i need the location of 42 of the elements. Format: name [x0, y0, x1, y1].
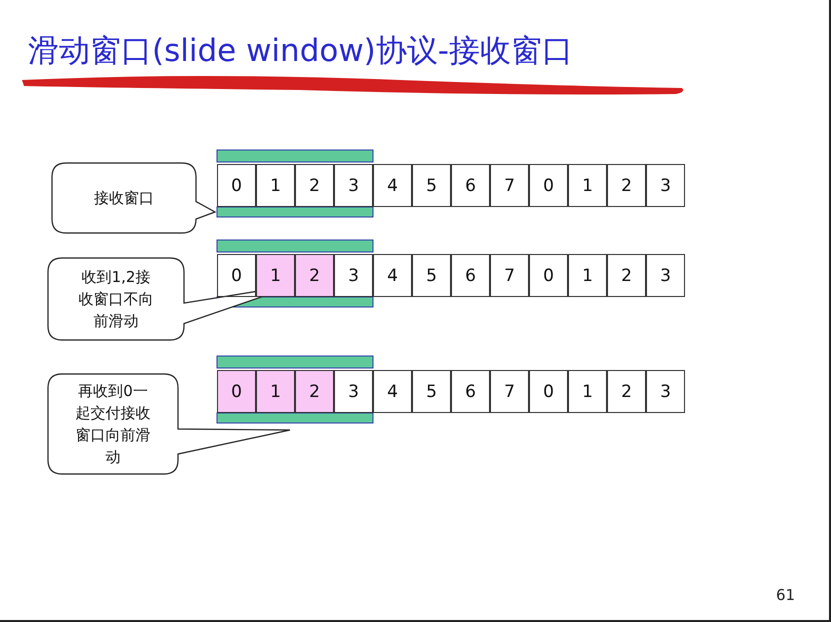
sequence-number: 7 [490, 254, 529, 297]
sequence-number: 0 [529, 254, 568, 297]
sequence-number: 0 [217, 254, 256, 297]
sequence-number: 1 [568, 370, 607, 413]
sequence-number: 2 [295, 370, 334, 413]
sequence-number: 1 [568, 164, 607, 207]
sequence-number: 1 [568, 254, 607, 297]
sequence-number: 6 [451, 370, 490, 413]
sequence-number: 3 [334, 254, 373, 297]
sequence-number: 1 [256, 370, 295, 413]
sequence-number: 3 [334, 370, 373, 413]
sequence-number: 1 [256, 164, 295, 207]
sequence-number: 2 [295, 254, 334, 297]
sequence-number: 5 [412, 254, 451, 297]
sequence-number: 7 [490, 164, 529, 207]
sequence-number: 0 [217, 370, 256, 413]
sequence-number: 4 [373, 164, 412, 207]
sequence-number: 0 [529, 370, 568, 413]
sequence-number: 2 [295, 164, 334, 207]
callout-text: 接收窗口 [93, 188, 155, 209]
sequence-number: 4 [373, 370, 412, 413]
sequence-number: 0 [529, 164, 568, 207]
sequence-number: 3 [646, 164, 685, 207]
sequence-number: 6 [451, 254, 490, 297]
page-number: 61 [776, 586, 796, 604]
sequence-number: 2 [607, 254, 646, 297]
callout-text: 收到1,2接收窗口不向前滑动 [78, 267, 154, 332]
sequence-number: 5 [412, 164, 451, 207]
sequence-number: 2 [607, 164, 646, 207]
title-underline [22, 76, 684, 94]
sequence-number: 1 [256, 254, 295, 297]
sequence-number: 2 [607, 370, 646, 413]
sequence-number: 7 [490, 370, 529, 413]
sequence-number: 5 [412, 370, 451, 413]
sequence-number: 6 [451, 164, 490, 207]
sequence-number: 4 [373, 254, 412, 297]
sequence-number: 3 [646, 370, 685, 413]
sequence-number: 3 [334, 164, 373, 207]
callout-text: 再收到0一起交付接收窗口向前滑动 [74, 381, 152, 468]
slide-title: 滑动窗口(slide window)协议-接收窗口 [28, 32, 573, 71]
sequence-number: 0 [217, 164, 256, 207]
sequence-number: 3 [646, 254, 685, 297]
